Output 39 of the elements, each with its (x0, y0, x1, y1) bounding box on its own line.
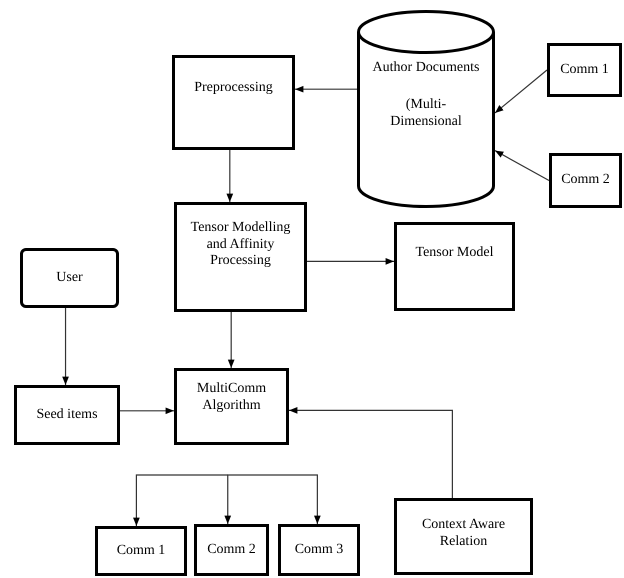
node-label: Comm 3 (294, 542, 344, 558)
process-box (172, 55, 295, 150)
node-label: Tensor Model (416, 245, 494, 262)
node-label: Tensor Modelling and Affinity Processing (190, 220, 292, 270)
arrow (62, 308, 69, 385)
arrow (289, 407, 453, 498)
node-label: Comm 1 (560, 62, 609, 78)
node-label: Comm 2 (561, 172, 610, 189)
arrow (120, 407, 174, 414)
process-box (174, 368, 289, 445)
node-label: Context Aware Relation (420, 516, 506, 550)
process-box (194, 524, 269, 576)
rounded-box (20, 248, 119, 308)
arrow (228, 312, 235, 368)
arrow (228, 474, 321, 524)
node-label: (Multi- Dimensional (389, 96, 463, 130)
process-box (174, 202, 307, 312)
process-box (278, 524, 360, 576)
process-box (394, 498, 533, 575)
database-cylinder (357, 10, 495, 208)
arrow (494, 70, 548, 114)
node-label: User (56, 270, 83, 286)
process-box (547, 43, 622, 97)
node-label: Seed items (36, 406, 98, 424)
node-label: MultiComm Algorithm (196, 380, 268, 414)
process-box (14, 385, 120, 445)
process-box (394, 222, 515, 311)
node-label: Author Documents (372, 60, 480, 77)
arrow (224, 474, 232, 524)
arrow (133, 474, 228, 526)
arrow (494, 150, 550, 182)
arrow (307, 258, 394, 265)
node-label: Comm 1 (116, 542, 166, 560)
arrow (295, 86, 357, 93)
node-label: Comm 2 (207, 542, 256, 558)
node-label: Preprocessing (194, 80, 273, 97)
arrow (226, 150, 234, 202)
process-box (95, 526, 187, 576)
process-box (549, 153, 622, 208)
